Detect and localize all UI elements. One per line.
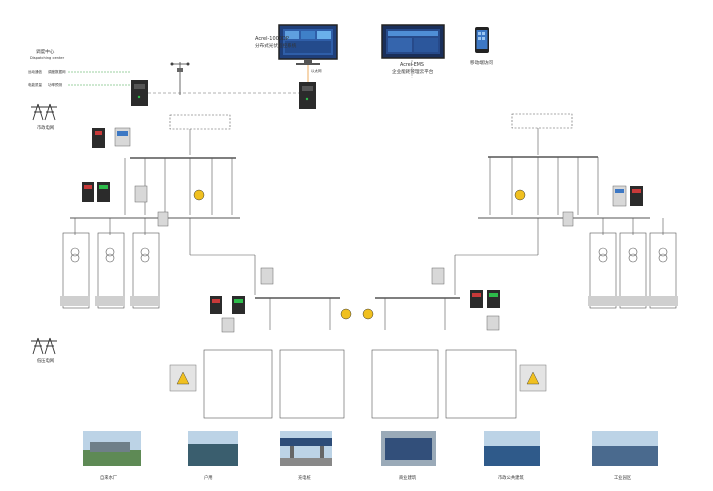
ems-subtitle: 企业能耗管理云平台: [392, 68, 434, 75]
app-photo-6: [592, 431, 658, 466]
app-label-1: 自来水厂: [100, 474, 118, 481]
local-grid-label: 低压电网: [37, 357, 54, 364]
dispatch-title: 调度中心: [36, 48, 55, 55]
app-photo-2: [188, 431, 238, 466]
app-photo-4: [381, 431, 436, 466]
city-grid-tower-icon: [31, 103, 57, 121]
communication-cabinet-left: [131, 80, 148, 106]
dispatch-item-4: 功率预测: [48, 82, 62, 87]
monitor-subtitle: 分布式光伏监控系统: [255, 42, 297, 49]
app-label-2: 户用: [204, 474, 213, 481]
dispatch-subtitle: Dispatching center: [30, 56, 65, 60]
city-grid-label: 市政电网: [37, 124, 54, 131]
app-label-5: 市政公共建筑: [498, 474, 524, 481]
local-grid-tower-icon: [31, 337, 57, 355]
dispatch-item-2: 调度数据网: [48, 69, 66, 74]
center-lv-devices: [169, 290, 547, 392]
left-hv-devices: [60, 127, 274, 306]
app-label-3: 充电桩: [298, 474, 312, 481]
monitor-acrel-1000dp: [278, 24, 338, 65]
app-photo-5: [484, 431, 540, 466]
mobile-label: 移动端访问: [470, 59, 493, 66]
monitor-acrel-ems: [381, 24, 445, 59]
right-hv-section: [454, 113, 677, 309]
communication-cabinet-right: [299, 82, 316, 109]
weather-station-icon: [170, 62, 190, 95]
dispatch-item-1: 远动通信: [28, 69, 42, 74]
left-hv-section: [62, 114, 256, 309]
app-label-4: 商业建筑: [399, 474, 417, 481]
mobile-phone: [475, 27, 489, 53]
app-label-6: 工业园区: [614, 474, 632, 481]
right-hv-devices: [431, 185, 678, 306]
dispatch-item-3: 电能质量: [28, 82, 42, 87]
center-lv-section: [203, 297, 517, 419]
app-photo-3: [280, 431, 332, 466]
monitor-title: Acrel-1000DP: [255, 36, 289, 42]
link-label: 以太网: [311, 68, 322, 73]
app-photo-1: [83, 431, 141, 466]
